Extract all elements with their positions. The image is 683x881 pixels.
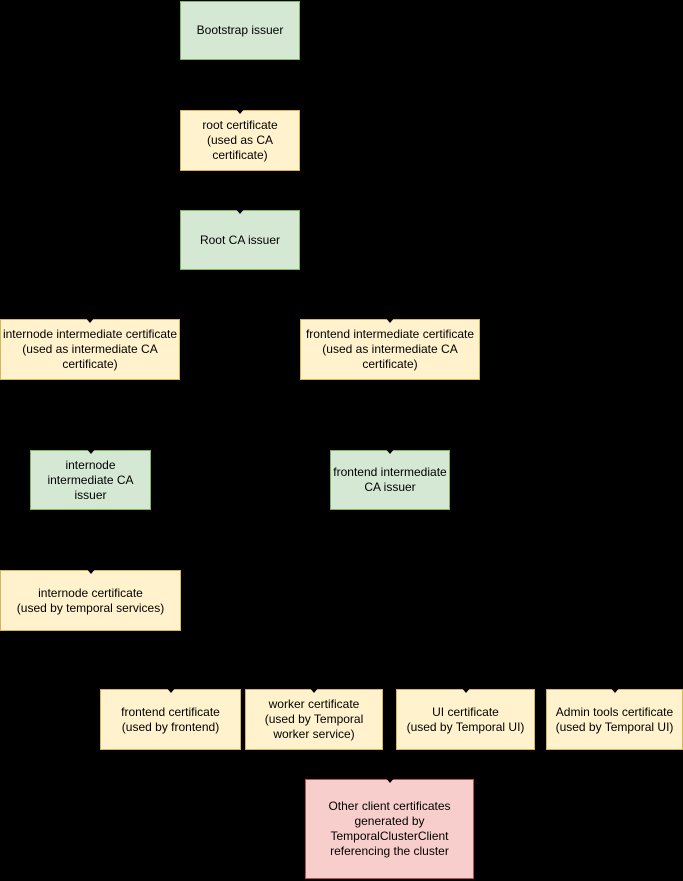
- arrowhead-icon: [235, 108, 245, 114]
- arrowhead-icon: [385, 448, 395, 454]
- arrowhead-icon: [235, 208, 245, 214]
- node-bootstrap-issuer: Bootstrap issuer: [180, 1, 300, 60]
- node-worker-certificate-label: worker certificate (used by Temporal wor…: [264, 697, 364, 741]
- node-frontend-intermediate-ca-issuer: frontend intermediate CA issuer: [330, 448, 450, 510]
- node-frontend-intermediate-certificate: frontend intermediate certificate (used …: [300, 317, 480, 380]
- node-root-ca-issuer-label: Root CA issuer: [199, 232, 281, 247]
- node-internode-intermediate-ca-issuer-label: internode intermediate CA issuer: [47, 457, 134, 502]
- arrowhead-icon: [385, 317, 395, 323]
- node-frontend-intermediate-certificate-label: frontend intermediate certificate (used …: [305, 327, 475, 371]
- node-worker-certificate: worker certificate (used by Temporal wor…: [245, 687, 383, 750]
- node-ui-certificate-label: UI certificate (used by Temporal UI): [406, 704, 525, 734]
- node-frontend-intermediate-ca-issuer-label: frontend intermediate CA issuer: [333, 465, 447, 494]
- node-ui-certificate: UI certificate (used by Temporal UI): [396, 687, 535, 750]
- arrowhead-icon: [85, 317, 95, 323]
- node-internode-intermediate-certificate-label: internode intermediate certificate (used…: [2, 327, 178, 371]
- arrowhead-icon: [609, 687, 620, 693]
- arrowhead-icon: [384, 777, 395, 783]
- node-other-client-certificates: Other client certificates generated by T…: [305, 777, 474, 879]
- arrowhead-icon: [460, 687, 471, 693]
- node-admin-tools-certificate-label: Admin tools certificate (used by Tempora…: [555, 704, 674, 734]
- node-admin-tools-certificate: Admin tools certificate (used by Tempora…: [546, 687, 683, 750]
- node-bootstrap-issuer-label: Bootstrap issuer: [196, 23, 284, 37]
- node-frontend-certificate: frontend certificate (used by frontend): [100, 687, 241, 750]
- node-internode-intermediate-certificate: internode intermediate certificate (used…: [0, 317, 180, 380]
- node-root-certificate: root certificate (used as CA certificate…: [180, 108, 300, 171]
- node-internode-certificate-label: internode certificate (used by temporal …: [16, 585, 165, 615]
- arrowhead-icon: [85, 448, 96, 454]
- node-root-ca-issuer: Root CA issuer: [180, 208, 300, 270]
- node-frontend-certificate-label: frontend certificate (used by frontend): [121, 704, 220, 734]
- arrowhead-icon: [85, 568, 96, 574]
- node-internode-intermediate-ca-issuer: internode intermediate CA issuer: [30, 448, 151, 510]
- arrowhead-icon: [165, 687, 176, 693]
- arrowhead-icon: [309, 687, 319, 693]
- node-root-certificate-label: root certificate (used as CA certificate…: [202, 118, 278, 162]
- node-other-client-certificates-label: Other client certificates generated by T…: [328, 799, 451, 858]
- node-internode-certificate: internode certificate (used by temporal …: [0, 568, 181, 631]
